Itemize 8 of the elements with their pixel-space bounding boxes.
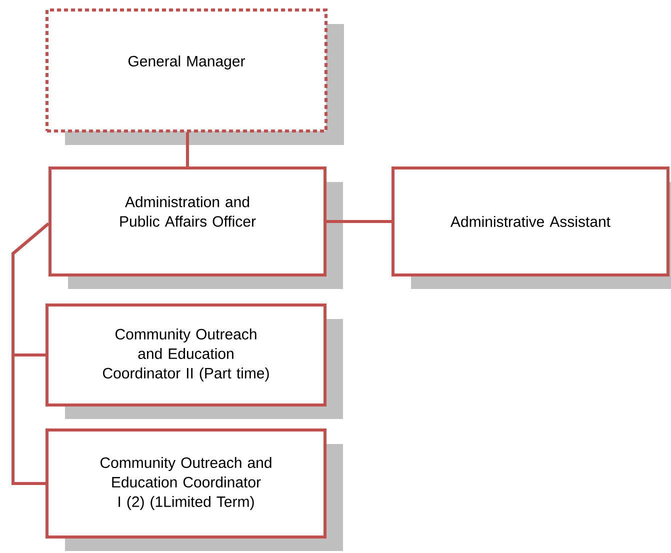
- position-box: General Manager: [46, 8, 344, 145]
- connector-line: [12, 222, 50, 485]
- position-box: Administration and Public Affairs Officer: [48, 166, 343, 289]
- position-box: Administrative Assistant: [392, 166, 671, 289]
- position-box: Community Outreach and Education Coordinator I (2) (1Limited Term): [46, 428, 343, 551]
- position-box: Community Outreach and Education Coordinator II (Part time): [46, 303, 343, 419]
- connector-line: [186, 132, 189, 166]
- connector-line: [326, 220, 392, 223]
